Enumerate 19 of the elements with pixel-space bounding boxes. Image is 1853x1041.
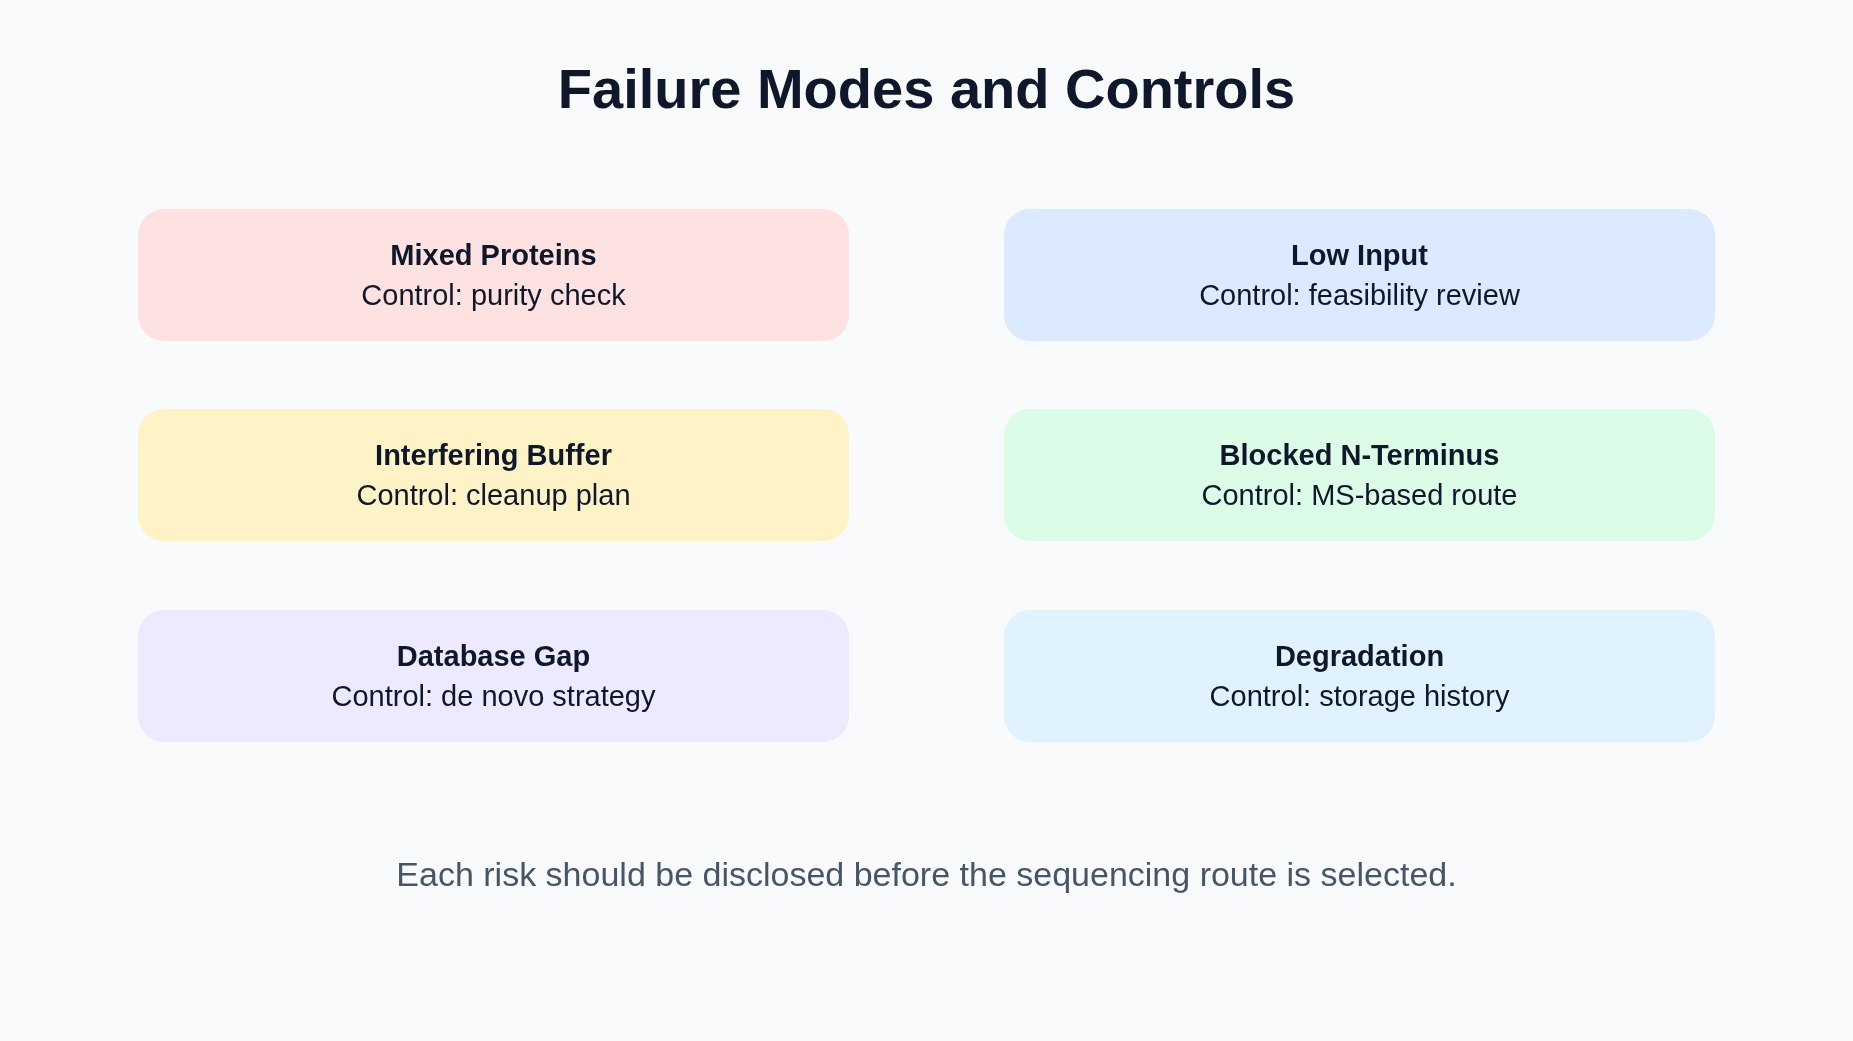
risk-card (1004, 610, 1715, 742)
control-text: Control: purity check (361, 278, 626, 313)
failure-mode-heading: Database Gap (396, 639, 591, 674)
control-text: Control: storage history (1209, 679, 1510, 714)
failure-mode-heading: Blocked N-Terminus (1219, 438, 1500, 473)
caption-text: Each risk should be disclosed before the sequencing route is selected. (395, 855, 1458, 894)
risk-card (1004, 209, 1715, 341)
risk-card (138, 209, 849, 341)
control-text: Control: de novo strategy (331, 679, 656, 714)
control-text: Control: feasibility review (1199, 278, 1520, 313)
failure-mode-heading: Degradation (1274, 639, 1445, 674)
risk-card (138, 409, 849, 541)
failure-mode-heading: Interfering Buffer (375, 438, 612, 473)
diagram-title: Failure Modes and Controls (556, 56, 1297, 121)
failure-mode-heading: Low Input (1291, 238, 1428, 273)
failure-mode-heading: Mixed Proteins (390, 238, 597, 273)
risk-card (1004, 409, 1715, 541)
control-text: Control: MS-based route (1201, 478, 1518, 513)
control-text: Control: cleanup plan (356, 478, 631, 513)
